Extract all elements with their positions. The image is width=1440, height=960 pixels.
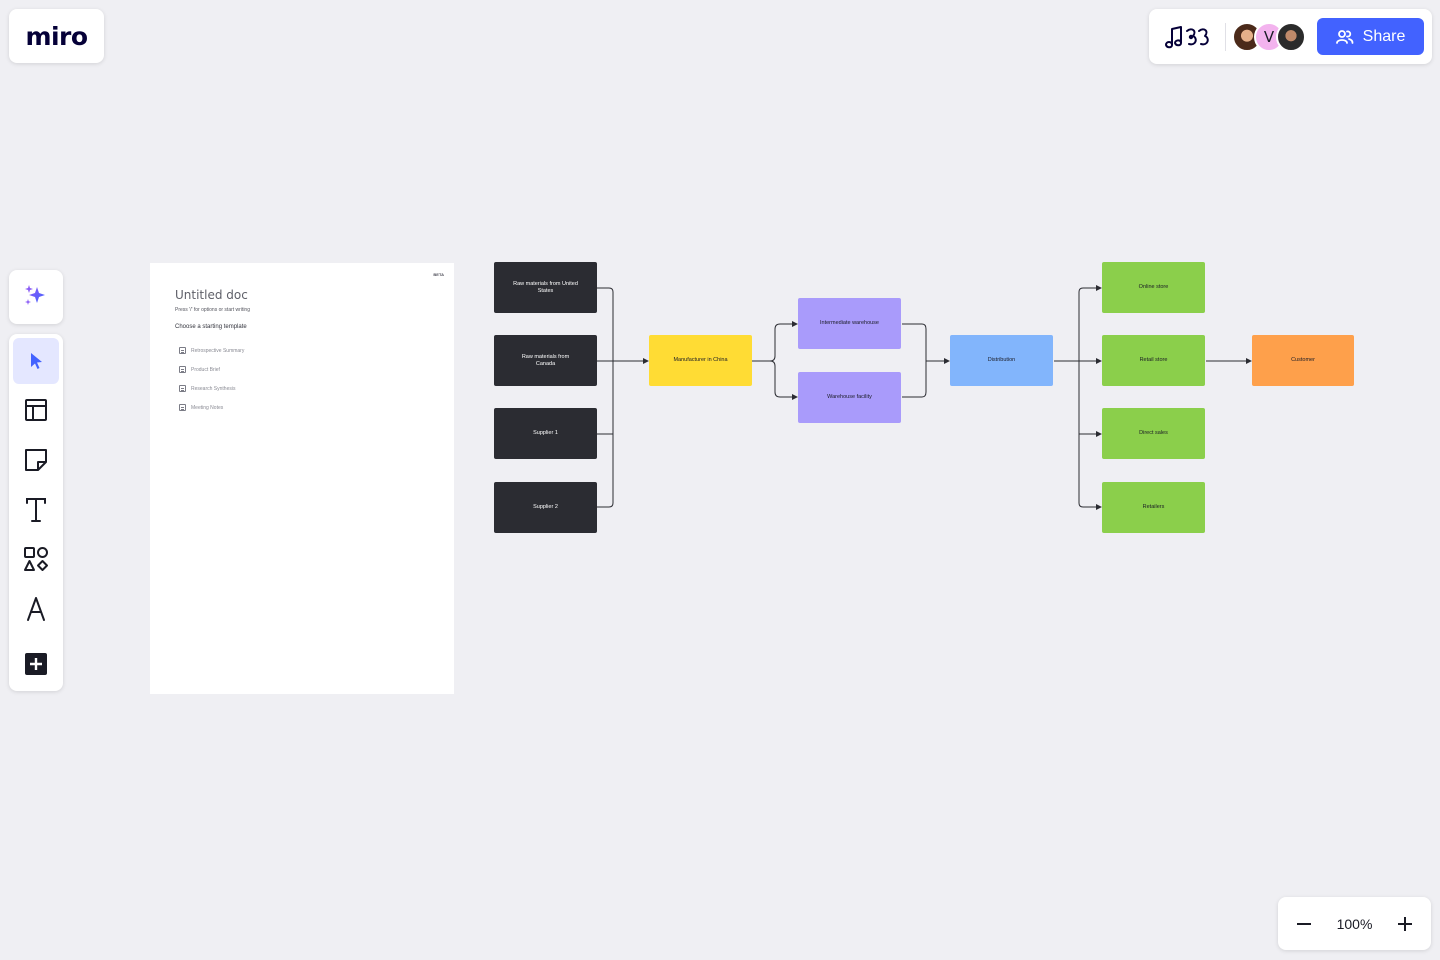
node-raw-materials-us[interactable]: Raw materials from United States [494,262,597,313]
node-customer[interactable]: Customer [1252,335,1354,386]
collaboration-bar: V Share [1149,9,1432,64]
doc-title[interactable]: Untitled doc [175,288,248,302]
select-tool[interactable] [13,338,59,384]
zoom-in-button[interactable] [1393,912,1417,936]
node-supplier-1[interactable]: Supplier 1 [494,408,597,459]
avatar[interactable] [1276,21,1306,52]
users-icon [1335,29,1354,44]
ai-assist-panel [9,270,63,324]
divider [1225,22,1226,51]
zoom-controls: 100% [1278,897,1431,950]
document-icon [179,366,186,373]
cursor-icon [31,352,42,369]
beta-badge: BETA [433,272,444,277]
logo-text: miro [25,21,88,51]
template-label: Research Synthesis [191,385,236,392]
plus-icon [1398,916,1412,931]
board-icon[interactable] [1163,22,1215,52]
templates-tool[interactable] [13,388,59,434]
node-manufacturer[interactable]: Manufacturer in China [649,335,752,386]
share-label: Share [1362,27,1406,45]
untitled-doc-frame[interactable]: BETA Untitled doc Press '/' for options … [150,263,454,694]
node-direct-sales[interactable]: Direct sales [1102,408,1205,459]
zoom-level[interactable]: 100% [1336,915,1373,932]
template-item[interactable]: Retrospective Summary [179,341,244,360]
sparkle-icon [25,285,45,305]
template-label: Meeting Notes [191,404,224,411]
document-icon [179,347,186,354]
collaborator-avatars: V [1232,21,1306,52]
shapes-icon [24,547,48,572]
minus-icon [1297,922,1311,925]
template-label: Retrospective Summary [191,347,245,354]
template-item[interactable]: Research Synthesis [179,379,244,398]
node-retailers[interactable]: Retailers [1102,482,1205,533]
template-item[interactable]: Product Brief [179,360,244,379]
pen-tool[interactable] [13,586,59,632]
node-raw-materials-canada[interactable]: Raw materials from Canada [494,335,597,386]
text-tool[interactable] [13,487,59,533]
node-warehouse-facility[interactable]: Warehouse facility [798,372,901,423]
share-button[interactable]: Share [1317,18,1424,55]
sticky-note-tool[interactable] [13,437,59,483]
sticky-note-icon [25,448,47,471]
document-icon [179,404,186,411]
pen-icon [27,596,45,621]
template-item[interactable]: Meeting Notes [179,398,244,417]
layout-icon [25,399,47,422]
plus-square-icon [25,653,47,676]
document-icon [179,385,186,392]
node-intermediate-warehouse[interactable]: Intermediate warehouse [798,298,901,349]
add-tool-button[interactable] [13,641,59,687]
template-label: Product Brief [191,366,220,373]
ai-sparkle-button[interactable] [13,272,59,318]
text-icon [26,497,46,522]
shapes-tool[interactable] [13,536,59,582]
template-heading: Choose a starting template [175,324,247,330]
zoom-out-button[interactable] [1292,912,1316,936]
template-list: Retrospective Summary Product Brief Rese… [179,341,244,417]
node-supplier-2[interactable]: Supplier 2 [494,482,597,533]
node-online-store[interactable]: Online store [1102,262,1205,313]
miro-logo[interactable]: miro [9,9,104,63]
node-retail-store[interactable]: Retail store [1102,335,1205,386]
node-distribution[interactable]: Distribution [950,335,1053,386]
left-toolbar [9,334,63,691]
doc-hint: Press '/' for options or start writing [175,307,250,313]
